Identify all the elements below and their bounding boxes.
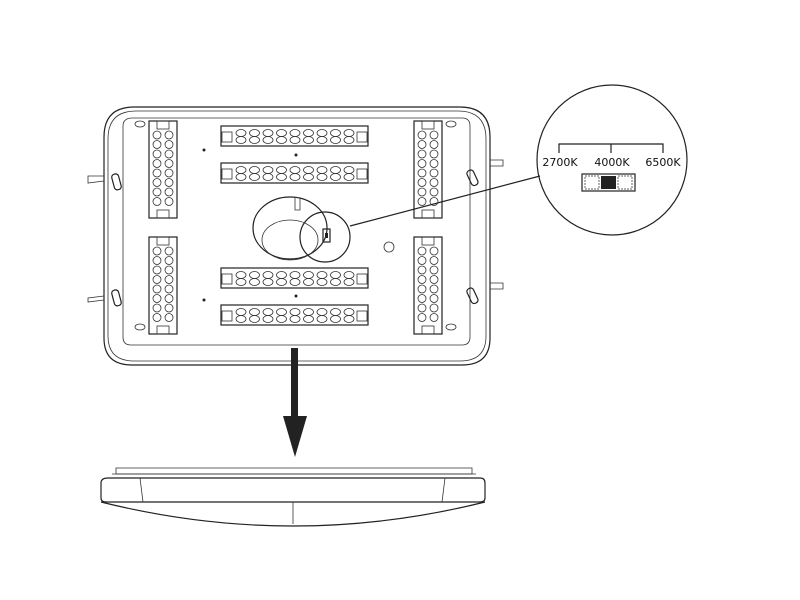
switch-location-circle [299,211,351,263]
led-strip-vertical [413,120,443,219]
led-strip-horizontal [220,125,369,147]
cct-label-6500k: 6500K [645,156,681,169]
switch-knob [601,176,616,189]
cable-entry-hole [252,196,328,261]
cct-label-2700k: 2700K [542,156,578,169]
led-strip-vertical [148,120,178,219]
diffuser-cover [100,467,486,527]
magnified-view-circle [536,84,688,236]
fixture-housing [103,106,491,366]
led-strip-vertical [413,236,443,335]
led-strip-vertical [148,236,178,335]
led-strips [148,120,443,335]
mounting-clips [87,159,504,307]
led-strip-horizontal [220,162,369,184]
cct-label-4000k: 4000K [594,156,630,169]
cct-slide-switch[interactable] [581,173,636,192]
cct-switch-callout: 2700K 4000K 6500K [299,84,688,263]
led-strip-horizontal [220,267,369,289]
led-strip-horizontal [220,304,369,326]
down-arrow [283,348,307,457]
